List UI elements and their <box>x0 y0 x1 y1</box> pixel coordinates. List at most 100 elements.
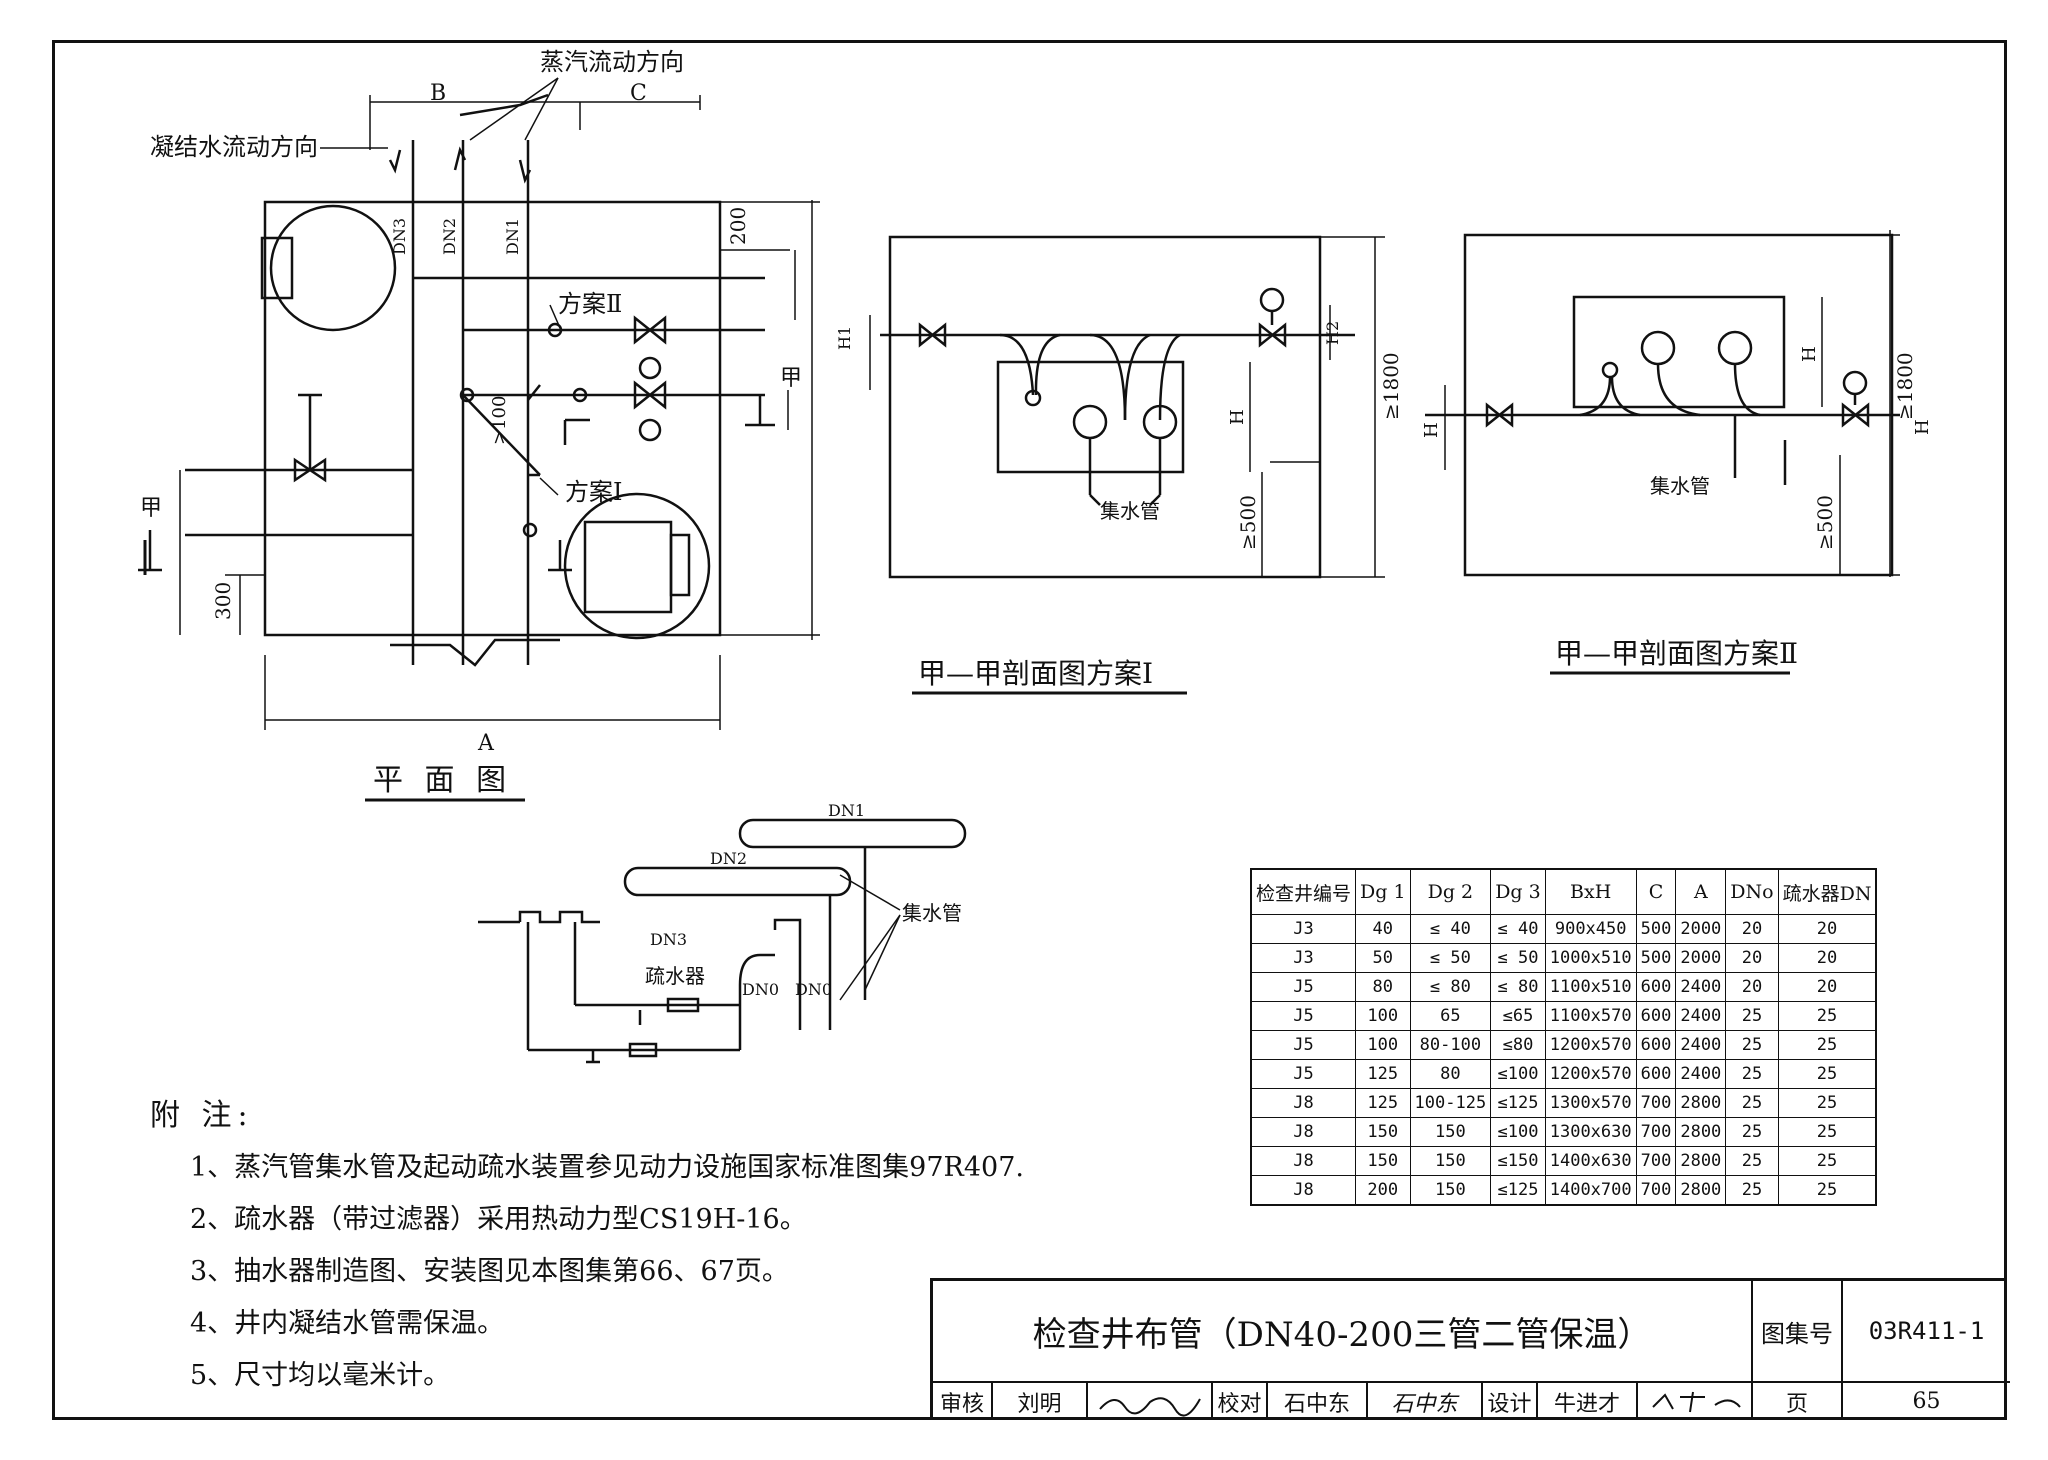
table-cell: 25 <box>1777 1001 1877 1031</box>
label-section2-collector: 集水管 <box>1650 474 1710 498</box>
note-item-5: 5、尺寸均以毫米计。 <box>190 1360 451 1391</box>
table-cell: 20 <box>1777 914 1877 944</box>
table-cell: 20 <box>1777 972 1877 1002</box>
table-cell: 25 <box>1725 1175 1779 1206</box>
table-cell: 25 <box>1777 1088 1877 1118</box>
table-cell: J5 <box>1250 1030 1357 1060</box>
section-2-view <box>1425 230 1900 675</box>
table-cell: 125 <box>1355 1088 1411 1118</box>
check-label: 校对 <box>1213 1383 1268 1420</box>
col-header: Dg 1 <box>1355 868 1411 915</box>
manhole-top-left <box>269 204 397 332</box>
section-2-title: 甲—甲剖面图方案Ⅱ <box>1555 637 1798 670</box>
drawing-frame <box>52 40 2007 1420</box>
col-header: Dg 2 <box>1409 868 1492 915</box>
table-cell: 1300x570 <box>1544 1088 1637 1118</box>
table-cell: 600 <box>1635 972 1677 1002</box>
table-cell: 25 <box>1777 1059 1877 1089</box>
table-cell: 200 <box>1355 1175 1411 1206</box>
table-cell: 100-125 <box>1409 1088 1492 1118</box>
table-cell: 100 <box>1355 1030 1411 1060</box>
table-cell: 1200x570 <box>1544 1030 1637 1060</box>
label-dn2: DN2 <box>440 218 459 255</box>
note-item-4: 4、井内凝结水管需保温。 <box>190 1308 505 1339</box>
label-dim-c: C <box>630 81 647 106</box>
iso-pipe-dn1 <box>738 818 967 849</box>
table-cell: 150 <box>1355 1117 1411 1147</box>
spec-table: 检查井编号 Dg 1 Dg 2 Dg 3 BxH C A DNo 疏水器DN J… <box>1250 868 1878 1206</box>
table-cell: ≤150 <box>1490 1146 1546 1176</box>
atlas-label: 图集号 <box>1753 1281 1843 1383</box>
reviewer-name: 刘明 <box>993 1383 1088 1420</box>
table-cell: 1200x570 <box>1544 1059 1637 1089</box>
table-cell: 2800 <box>1675 1088 1727 1118</box>
col-header: Dg 3 <box>1490 868 1546 915</box>
table-cell: 1100x510 <box>1544 972 1637 1002</box>
table-cell: J5 <box>1250 1059 1357 1089</box>
design-label: 设计 <box>1483 1383 1538 1420</box>
label-section2-h: H <box>1799 346 1820 362</box>
table-cell: 50 <box>1355 943 1411 973</box>
designer-signature-mark <box>1651 1391 1741 1412</box>
table-cell: 25 <box>1725 1001 1779 1031</box>
label-section2-500: ≥500 <box>1813 495 1837 550</box>
table-cell: 20 <box>1725 972 1779 1002</box>
table-cell: 25 <box>1777 1146 1877 1176</box>
section-1-view <box>869 235 1385 695</box>
label-section1-h: H <box>1227 409 1248 425</box>
iso-pipe-dn2 <box>623 866 852 897</box>
table-cell: 100 <box>1355 1001 1411 1031</box>
table-cell: 1100x570 <box>1544 1001 1637 1031</box>
manhole-ladder-left <box>260 236 294 300</box>
valve-plan-left <box>293 457 327 483</box>
col-header: C <box>1635 868 1677 915</box>
break-line-top <box>459 93 549 117</box>
label-section2-1800: ≥1800 <box>1893 352 1917 420</box>
table-cell: 2000 <box>1675 943 1727 973</box>
table-cell: 80 <box>1409 1059 1492 1089</box>
table-cell: 600 <box>1635 1030 1677 1060</box>
title-block: 检查井布管（DN40-200三管二管保温） 图集号 03R411-1 审核 刘明… <box>930 1278 2010 1420</box>
table-cell: 80-100 <box>1409 1030 1492 1060</box>
section-2-inner-box <box>1572 295 1786 409</box>
table-cell: J8 <box>1250 1088 1357 1118</box>
table-cell: ≤ 80 <box>1409 972 1492 1002</box>
valve-plan-scheme2-bottom <box>633 380 667 410</box>
table-cell: 500 <box>1635 914 1677 944</box>
table-cell: ≤100 <box>1490 1117 1546 1147</box>
iso-label-dn3: DN3 <box>650 930 687 949</box>
label-section2-h-right: H <box>1912 419 1933 435</box>
label-steam-flow: 蒸汽流动方向 <box>540 48 684 76</box>
table-cell: 25 <box>1777 1117 1877 1147</box>
table-cell: 700 <box>1635 1175 1677 1206</box>
table-cell: 80 <box>1355 972 1411 1002</box>
label-dim-b: B <box>430 81 446 106</box>
table-cell: 65 <box>1409 1001 1492 1031</box>
iso-label-dn0-2: DN0 <box>795 980 832 999</box>
label-section1-1800: ≥1800 <box>1379 352 1403 420</box>
drawing-title: 检查井布管（DN40-200三管二管保温） <box>933 1281 1753 1383</box>
label-section1-h1: H1 <box>835 326 854 350</box>
table-cell: 25 <box>1725 1059 1779 1089</box>
checker-name: 石中东 <box>1268 1383 1368 1420</box>
col-header: 疏水器DN <box>1777 868 1877 915</box>
page-label: 页 <box>1753 1383 1843 1420</box>
section-2-outline <box>1463 233 1894 577</box>
table-cell: 2400 <box>1675 1001 1727 1031</box>
table-cell: 600 <box>1635 1001 1677 1031</box>
label-section2-h-left: H <box>1421 422 1442 438</box>
iso-label-collector: 集水管 <box>902 901 962 925</box>
label-dim-200: 200 <box>726 207 750 245</box>
label-section1-500: ≥500 <box>1236 495 1260 550</box>
manhole-bottom-right <box>563 492 711 640</box>
designer-name: 牛进才 <box>1538 1383 1638 1420</box>
section-1-title: 甲—甲剖面图方案Ⅰ <box>918 657 1153 690</box>
manhole-cover-right <box>583 520 673 614</box>
label-scheme-1: 方案Ⅰ <box>565 478 622 506</box>
label-dn1: DN1 <box>503 218 522 255</box>
